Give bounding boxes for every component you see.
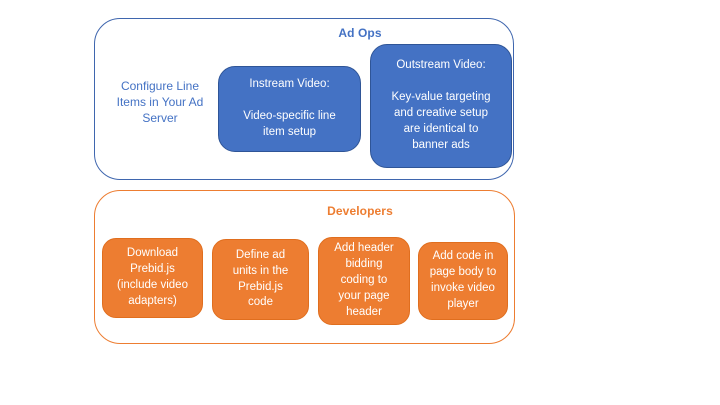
outstream-video-box: Outstream Video: Key-value targeting and…	[370, 44, 512, 168]
download-prebid-box: Download Prebid.js (include video adapte…	[102, 238, 203, 318]
developers-title: Developers	[327, 204, 393, 218]
add-page-body-code-box: Add code in page body to invoke video pl…	[418, 242, 508, 320]
ad-ops-title: Ad Ops	[338, 26, 382, 40]
instream-video-box: Instream Video: Video-specific line item…	[218, 66, 361, 152]
configure-line-items-note: Configure Line Items in Your Ad Server	[116, 79, 204, 126]
define-ad-units-box: Define ad units in the Prebid.js code	[212, 239, 309, 320]
add-header-bidding-box: Add header bidding coding to your page h…	[318, 237, 410, 325]
